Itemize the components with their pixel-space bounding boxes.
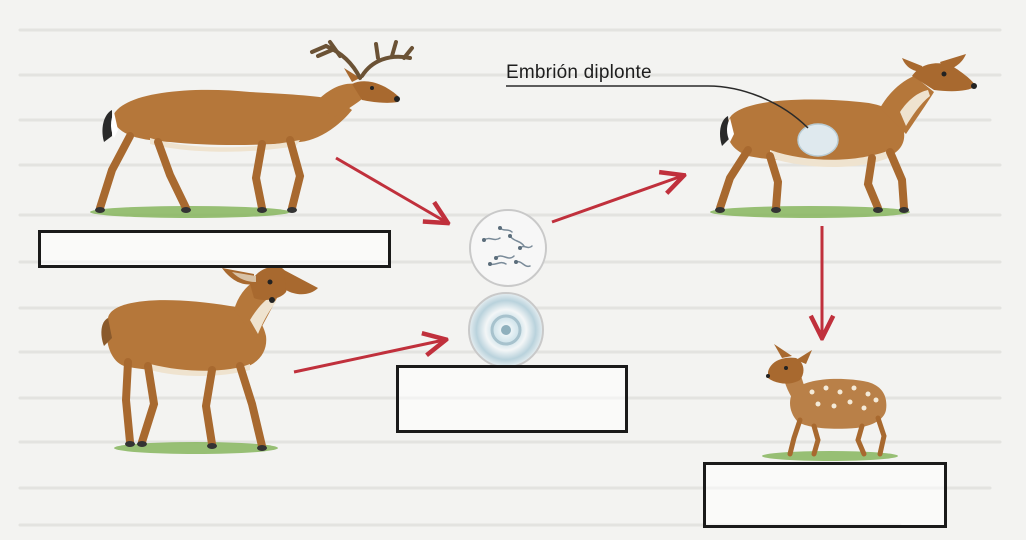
pregnant-doe: [710, 54, 977, 218]
female-deer: [101, 267, 318, 454]
embryo-label: Embrión diplonte: [506, 62, 652, 84]
arrow-sperm-to-pregnant-doe: [552, 176, 682, 222]
spotted-fawn: [762, 344, 898, 461]
answer-box-male[interactable]: [38, 230, 391, 268]
male-deer: [90, 42, 412, 218]
answer-box-egg[interactable]: [396, 365, 628, 433]
egg-cell-circle: [469, 293, 543, 367]
sperm-cells-circle: [470, 210, 546, 286]
answer-box-fawn[interactable]: [703, 462, 947, 528]
arrow-male-to-sperm: [336, 158, 446, 222]
